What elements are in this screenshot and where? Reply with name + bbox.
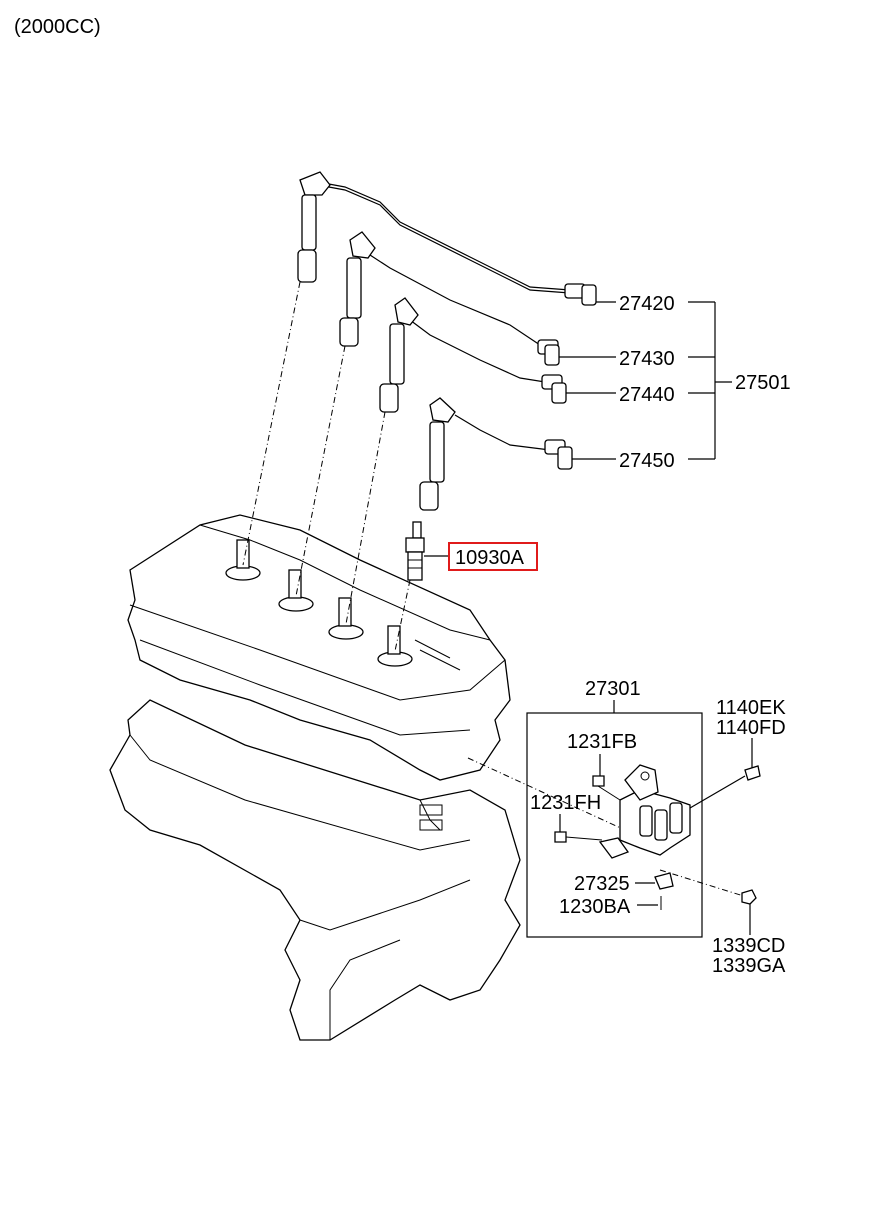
part-label-27325[interactable]: 27325 xyxy=(574,873,630,895)
part-label-1339CD[interactable]: 1339CD xyxy=(712,935,785,957)
wire-callouts xyxy=(424,301,732,557)
part-label-27450[interactable]: 27450 xyxy=(619,450,675,472)
spark-plug xyxy=(405,521,425,581)
ignition-coil-assembly xyxy=(526,700,761,938)
highlight-box xyxy=(448,542,538,571)
spark-plug-wires xyxy=(297,171,597,511)
alignment-lines xyxy=(242,281,751,899)
part-label-1230BA[interactable]: 1230BA xyxy=(559,896,631,918)
part-label-27440[interactable]: 27440 xyxy=(619,384,675,406)
part-label-10930A[interactable]: 10930A xyxy=(455,547,525,569)
part-label-27420[interactable]: 27420 xyxy=(619,293,675,315)
engine-block xyxy=(109,514,521,1041)
part-label-1231FB[interactable]: 1231FB xyxy=(567,731,637,753)
part-label-27501[interactable]: 27501 xyxy=(735,372,791,394)
part-label-27430[interactable]: 27430 xyxy=(619,348,675,370)
part-label-1140EK[interactable]: 1140EK xyxy=(716,697,786,719)
part-label-1231FH[interactable]: 1231FH xyxy=(530,792,601,814)
part-label-1339GA[interactable]: 1339GA xyxy=(712,955,786,977)
engine-variant-label: (2000CC) xyxy=(14,16,101,38)
part-label-27301[interactable]: 27301 xyxy=(585,678,641,700)
part-label-1140FD[interactable]: 1140FD xyxy=(716,717,786,739)
